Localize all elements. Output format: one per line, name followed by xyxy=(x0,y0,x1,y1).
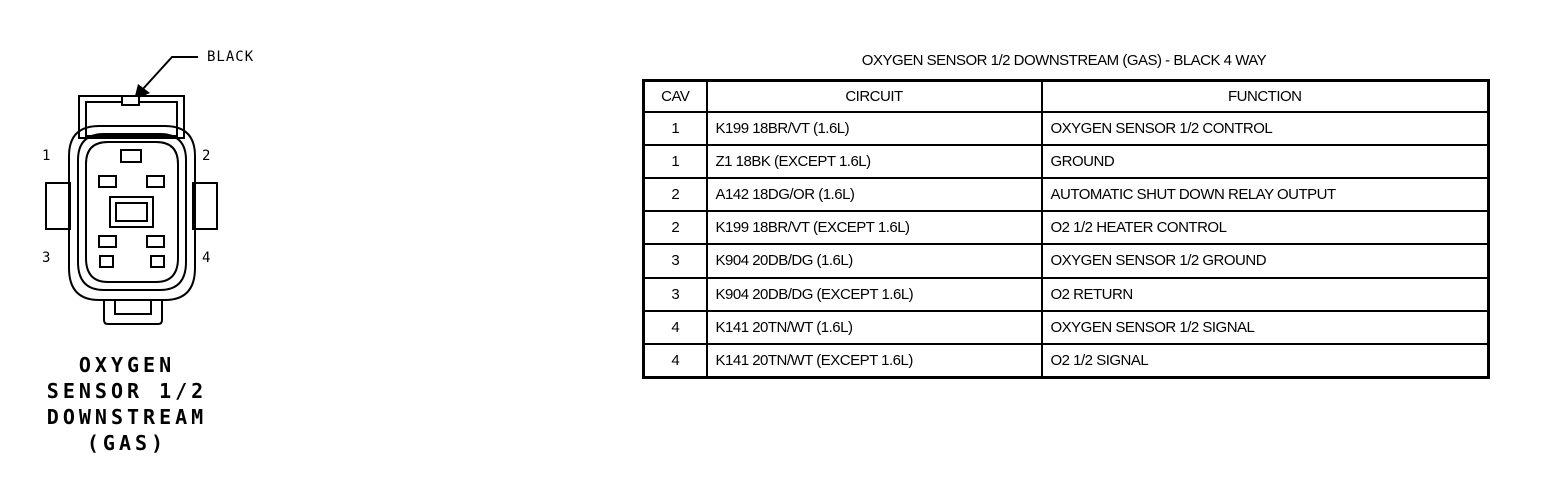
terminal-4 xyxy=(150,255,165,268)
table-title: OXYGEN SENSOR 1/2 DOWNSTREAM (GAS) - BLA… xyxy=(861,52,1267,69)
connector-body xyxy=(68,125,196,301)
pin-label-4: 4 xyxy=(202,250,211,266)
circuit-cell: K141 20TN/WT (EXCEPT 1.6L) xyxy=(705,342,1043,379)
function-cell: O2 1/2 HEATER CONTROL xyxy=(1040,210,1490,246)
function-cell: O2 RETURN xyxy=(1040,276,1490,312)
connector-name-line: (GAS) xyxy=(86,431,168,455)
cav-cell: 2 xyxy=(642,210,708,246)
circuit-cell: A142 18DG/OR (1.6L) xyxy=(705,177,1043,213)
connector-ear-right xyxy=(192,182,218,230)
pinout-table: CAV CIRCUIT FUNCTION 1 K199 18BR/VT (1.6… xyxy=(642,79,1490,379)
table-row: 1 K199 18BR/VT (1.6L) OXYGEN SENSOR 1/2 … xyxy=(642,110,1490,147)
cav-cell: 4 xyxy=(642,342,708,379)
terminal-3 xyxy=(99,255,114,268)
connector-name-line: DOWNSTREAM xyxy=(46,405,208,429)
connector-name-line: OXYGEN xyxy=(78,353,176,377)
cav-cell: 3 xyxy=(642,276,708,312)
callout-leader xyxy=(134,56,198,100)
table-row: 4 K141 20TN/WT (1.6L) OXYGEN SENSOR 1/2 … xyxy=(642,309,1490,345)
color-callout-label: BLACK xyxy=(207,49,255,65)
function-cell: OXYGEN SENSOR 1/2 GROUND xyxy=(1040,243,1490,279)
table-row: 2 A142 18DG/OR (1.6L) AUTOMATIC SHUT DOW… xyxy=(642,177,1490,213)
connector-name: OXYGEN SENSOR 1/2 DOWNSTREAM (GAS) xyxy=(18,352,236,456)
cav-cell: 2 xyxy=(642,177,708,213)
connector-seal-line xyxy=(85,141,179,283)
center-post xyxy=(109,196,154,228)
cavity-1 xyxy=(98,175,117,188)
function-cell: O2 1/2 SIGNAL xyxy=(1040,342,1490,379)
connector-bottom-tab xyxy=(103,299,163,325)
function-cell: OXYGEN SENSOR 1/2 CONTROL xyxy=(1040,110,1490,147)
circuit-cell: Z1 18BK (EXCEPT 1.6L) xyxy=(705,144,1043,180)
pin-label-3: 3 xyxy=(42,250,51,266)
cav-cell: 1 xyxy=(642,110,708,147)
header-cav: CAV xyxy=(642,79,708,113)
circuit-cell: K199 18BR/VT (1.6L) xyxy=(705,110,1043,147)
cav-cell: 1 xyxy=(642,144,708,180)
function-cell: GROUND xyxy=(1040,144,1490,180)
cavity-4 xyxy=(146,235,165,248)
connector-body-inner xyxy=(77,133,187,291)
connector-name-line: SENSOR 1/2 xyxy=(46,379,208,403)
table-row: 1 Z1 18BK (EXCEPT 1.6L) GROUND xyxy=(642,144,1490,180)
table-row: 2 K199 18BR/VT (EXCEPT 1.6L) O2 1/2 HEAT… xyxy=(642,210,1490,246)
connector-ear-left xyxy=(45,182,71,230)
table-header-row: CAV CIRCUIT FUNCTION xyxy=(642,79,1490,113)
connector-latch xyxy=(78,95,185,139)
function-cell: AUTOMATIC SHUT DOWN RELAY OUTPUT xyxy=(1040,177,1490,213)
header-circuit: CIRCUIT xyxy=(705,79,1043,113)
circuit-cell: K904 20DB/DG (1.6L) xyxy=(705,243,1043,279)
circuit-cell: K141 20TN/WT (1.6L) xyxy=(705,309,1043,345)
pin-label-1: 1 xyxy=(42,148,51,164)
pin-label-2: 2 xyxy=(202,148,211,164)
table-row: 3 K904 20DB/DG (1.6L) OXYGEN SENSOR 1/2 … xyxy=(642,243,1490,279)
cav-cell: 3 xyxy=(642,243,708,279)
table-row: 3 K904 20DB/DG (EXCEPT 1.6L) O2 RETURN xyxy=(642,276,1490,312)
function-cell: OXYGEN SENSOR 1/2 SIGNAL xyxy=(1040,309,1490,345)
cavity-3 xyxy=(98,235,117,248)
circuit-cell: K199 18BR/VT (EXCEPT 1.6L) xyxy=(705,210,1043,246)
circuit-cell: K904 20DB/DG (EXCEPT 1.6L) xyxy=(705,276,1043,312)
key-slot xyxy=(120,149,142,163)
cavity-2 xyxy=(146,175,165,188)
connector-drawing xyxy=(45,56,218,325)
cavity-group xyxy=(98,149,165,268)
cav-cell: 4 xyxy=(642,309,708,345)
table-row: 4 K141 20TN/WT (EXCEPT 1.6L) O2 1/2 SIGN… xyxy=(642,342,1490,379)
header-function: FUNCTION xyxy=(1040,79,1490,113)
